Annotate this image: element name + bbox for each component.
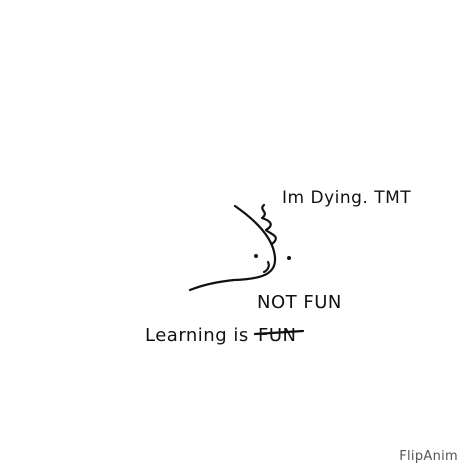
watermark-label: FlipAnim (399, 449, 458, 464)
caption-text: Learning is (145, 325, 249, 346)
figure-left-eye (254, 254, 258, 258)
figure-right-eye (287, 256, 291, 260)
figure-mouth (262, 260, 270, 274)
thought-text: Im Dying. TMT (282, 188, 411, 208)
figure-body-curve (188, 204, 277, 292)
caption-struck-word: FUN (258, 325, 297, 346)
correction-text: NOT FUN (257, 292, 342, 313)
figure-squiggle (260, 203, 277, 246)
strike-through-line (253, 329, 305, 336)
